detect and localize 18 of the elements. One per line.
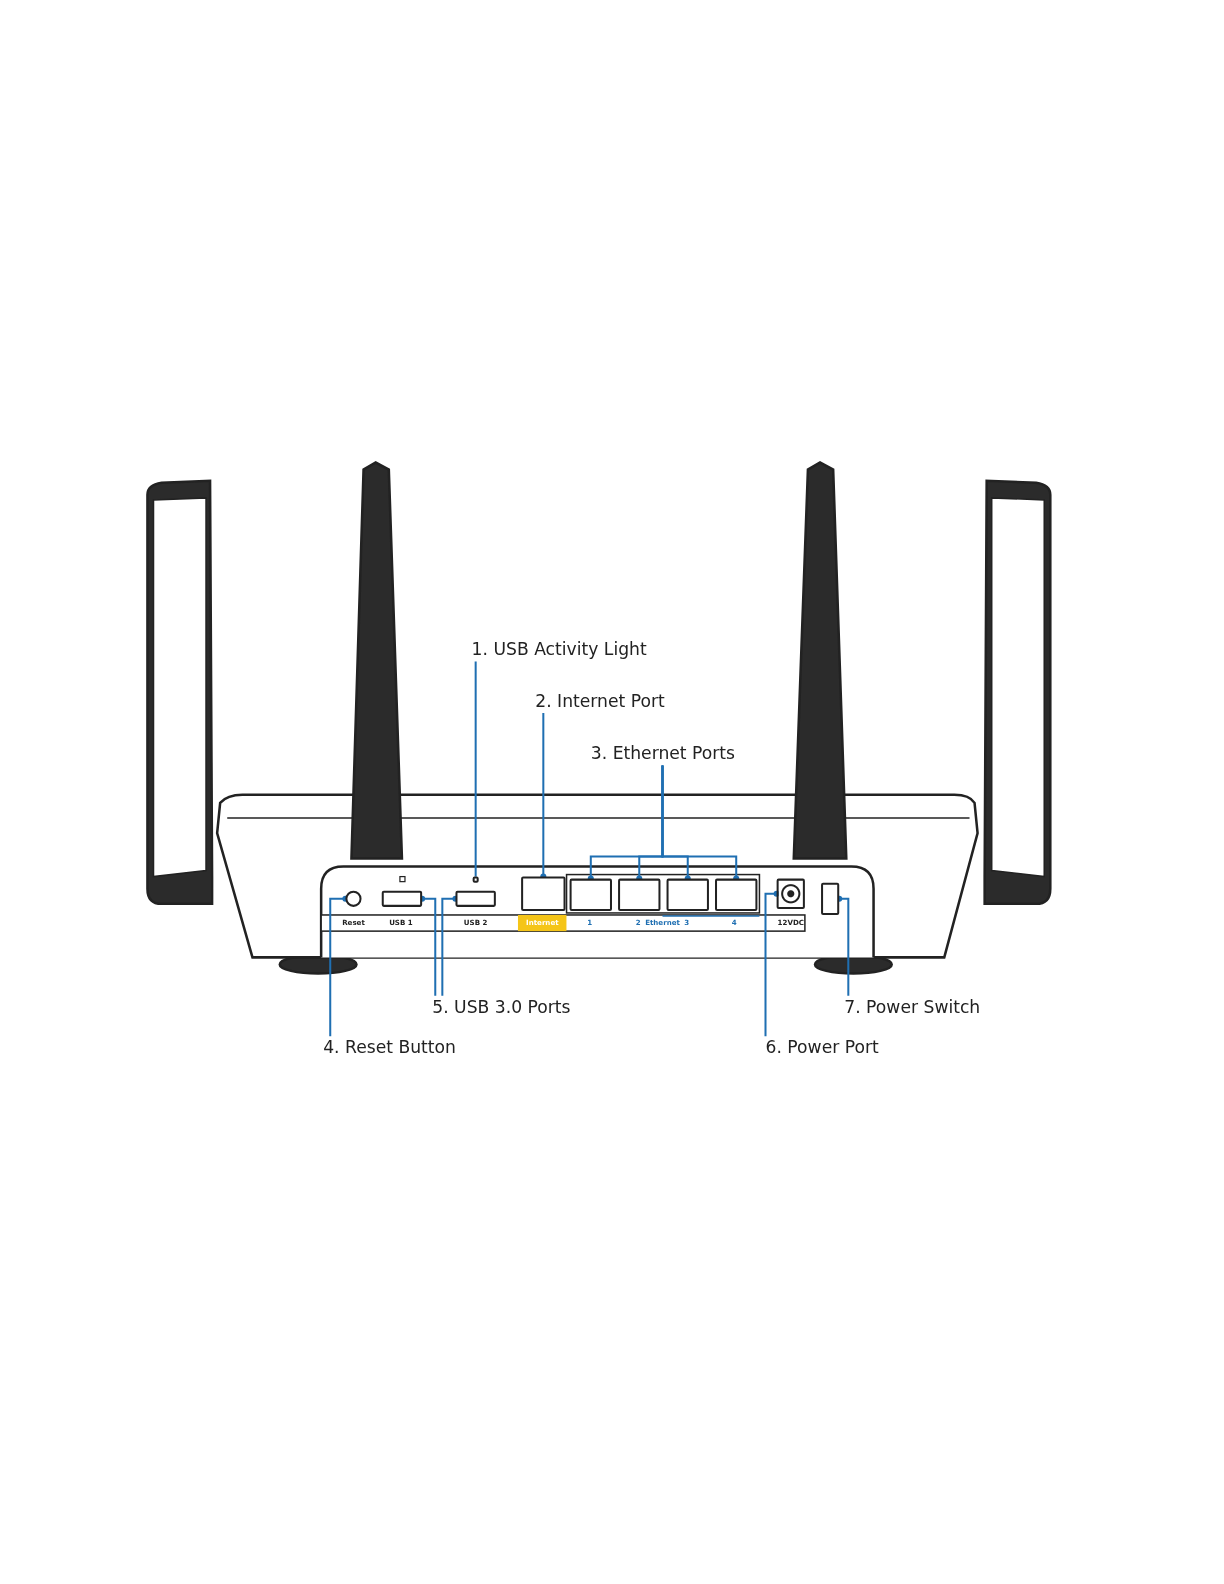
- callout-label: 2. Internet Port: [535, 690, 665, 711]
- power-port: [776, 878, 805, 909]
- callout-label: 5. USB 3.0 Ports: [432, 996, 571, 1017]
- callout-label: 6. Power Port: [765, 1037, 879, 1058]
- callout-label: 1. USB Activity Light: [471, 639, 647, 660]
- power-switch: [821, 882, 840, 915]
- internet-port: [521, 876, 566, 911]
- usb-port: [455, 890, 496, 907]
- callout-label: 3. Ethernet Ports: [590, 743, 736, 764]
- leader-line: [474, 661, 477, 877]
- ethernet-port: [569, 878, 612, 911]
- callout-label: 7. Power Switch: [844, 996, 981, 1017]
- ethernet-port: [618, 878, 661, 911]
- usb-port: [381, 890, 423, 907]
- usb-activity-light: [472, 876, 479, 883]
- ethernet-port: [715, 878, 758, 911]
- callout-label: 4. Reset Button: [323, 1037, 456, 1058]
- ethernet-port: [666, 878, 709, 911]
